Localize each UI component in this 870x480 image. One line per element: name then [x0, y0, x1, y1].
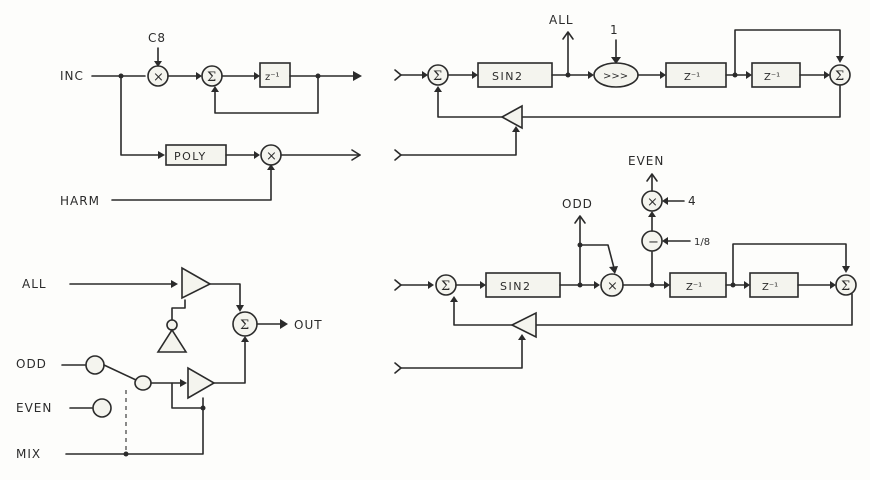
svg-text:SIN2: SIN2	[500, 280, 531, 293]
gain-all	[181, 266, 212, 300]
label-c8: C8	[148, 31, 166, 45]
svg-text:Z⁻¹: Z⁻¹	[762, 282, 778, 293]
svg-text:×: ×	[153, 70, 164, 85]
switch-node	[134, 375, 152, 391]
label-four: 4	[688, 194, 697, 208]
oscillator-section-bottom: Σ SIN2 ODD × − 1/8 × 4 EVEN	[394, 154, 857, 374]
label-odd: ODD	[562, 197, 593, 211]
label-all: ALL	[22, 277, 47, 291]
label-eighth: 1/8	[694, 237, 710, 248]
label-one: 1	[610, 23, 619, 37]
label-out: OUT	[294, 318, 323, 332]
svg-text:Z⁻¹: Z⁻¹	[764, 72, 780, 83]
svg-text:z⁻¹: z⁻¹	[265, 72, 280, 83]
label-even-in: EVEN	[16, 401, 52, 415]
invert-node	[166, 319, 178, 331]
gain-odd-even	[187, 366, 216, 400]
label-inc: INC	[60, 69, 84, 83]
svg-text:×: ×	[607, 279, 618, 294]
svg-text:Σ: Σ	[433, 69, 442, 84]
svg-text:Σ: Σ	[240, 318, 249, 333]
sum-node-bottom-out	[835, 274, 857, 296]
svg-text:Σ: Σ	[835, 69, 844, 84]
zinv-block-bottom-1	[669, 272, 727, 298]
oscillator-section-top: Σ SIN2 ALL >>> 1 Z⁻¹ Z⁻¹ Σ	[394, 13, 851, 161]
label-even: EVEN	[628, 154, 664, 168]
svg-text:Z⁻¹: Z⁻¹	[686, 282, 702, 293]
delay-block-accum	[259, 62, 291, 88]
svg-text:POLY: POLY	[174, 150, 207, 163]
sin2-block-bottom	[485, 272, 561, 298]
zinv-block-top-1	[665, 62, 727, 88]
svg-text:Z⁻¹: Z⁻¹	[684, 72, 700, 83]
svg-text:SIN2: SIN2	[492, 70, 523, 83]
svg-text:Σ: Σ	[207, 70, 216, 85]
feedback-gain-bottom	[510, 311, 537, 339]
svg-text:−: −	[648, 235, 659, 250]
odd-input-jack	[85, 355, 105, 375]
even-input-jack	[92, 398, 112, 418]
svg-text:×: ×	[647, 195, 658, 210]
mixer-section: ALL Σ OUT ODD EVEN MIX	[16, 266, 323, 461]
svg-text:Σ: Σ	[441, 279, 450, 294]
label-harm: HARM	[60, 194, 100, 208]
label-mix: MIX	[16, 447, 41, 461]
svg-text:×: ×	[266, 149, 277, 164]
gain-invert	[156, 328, 188, 353]
svg-text:>>>: >>>	[603, 71, 628, 82]
label-all-top: ALL	[549, 13, 574, 27]
feedback-gain-top	[500, 104, 523, 130]
svg-text:Σ: Σ	[841, 279, 850, 294]
phase-accumulator-section: INC C8 × Σ z⁻¹ POLY × HARM	[60, 31, 362, 208]
label-odd-in: ODD	[16, 357, 47, 371]
